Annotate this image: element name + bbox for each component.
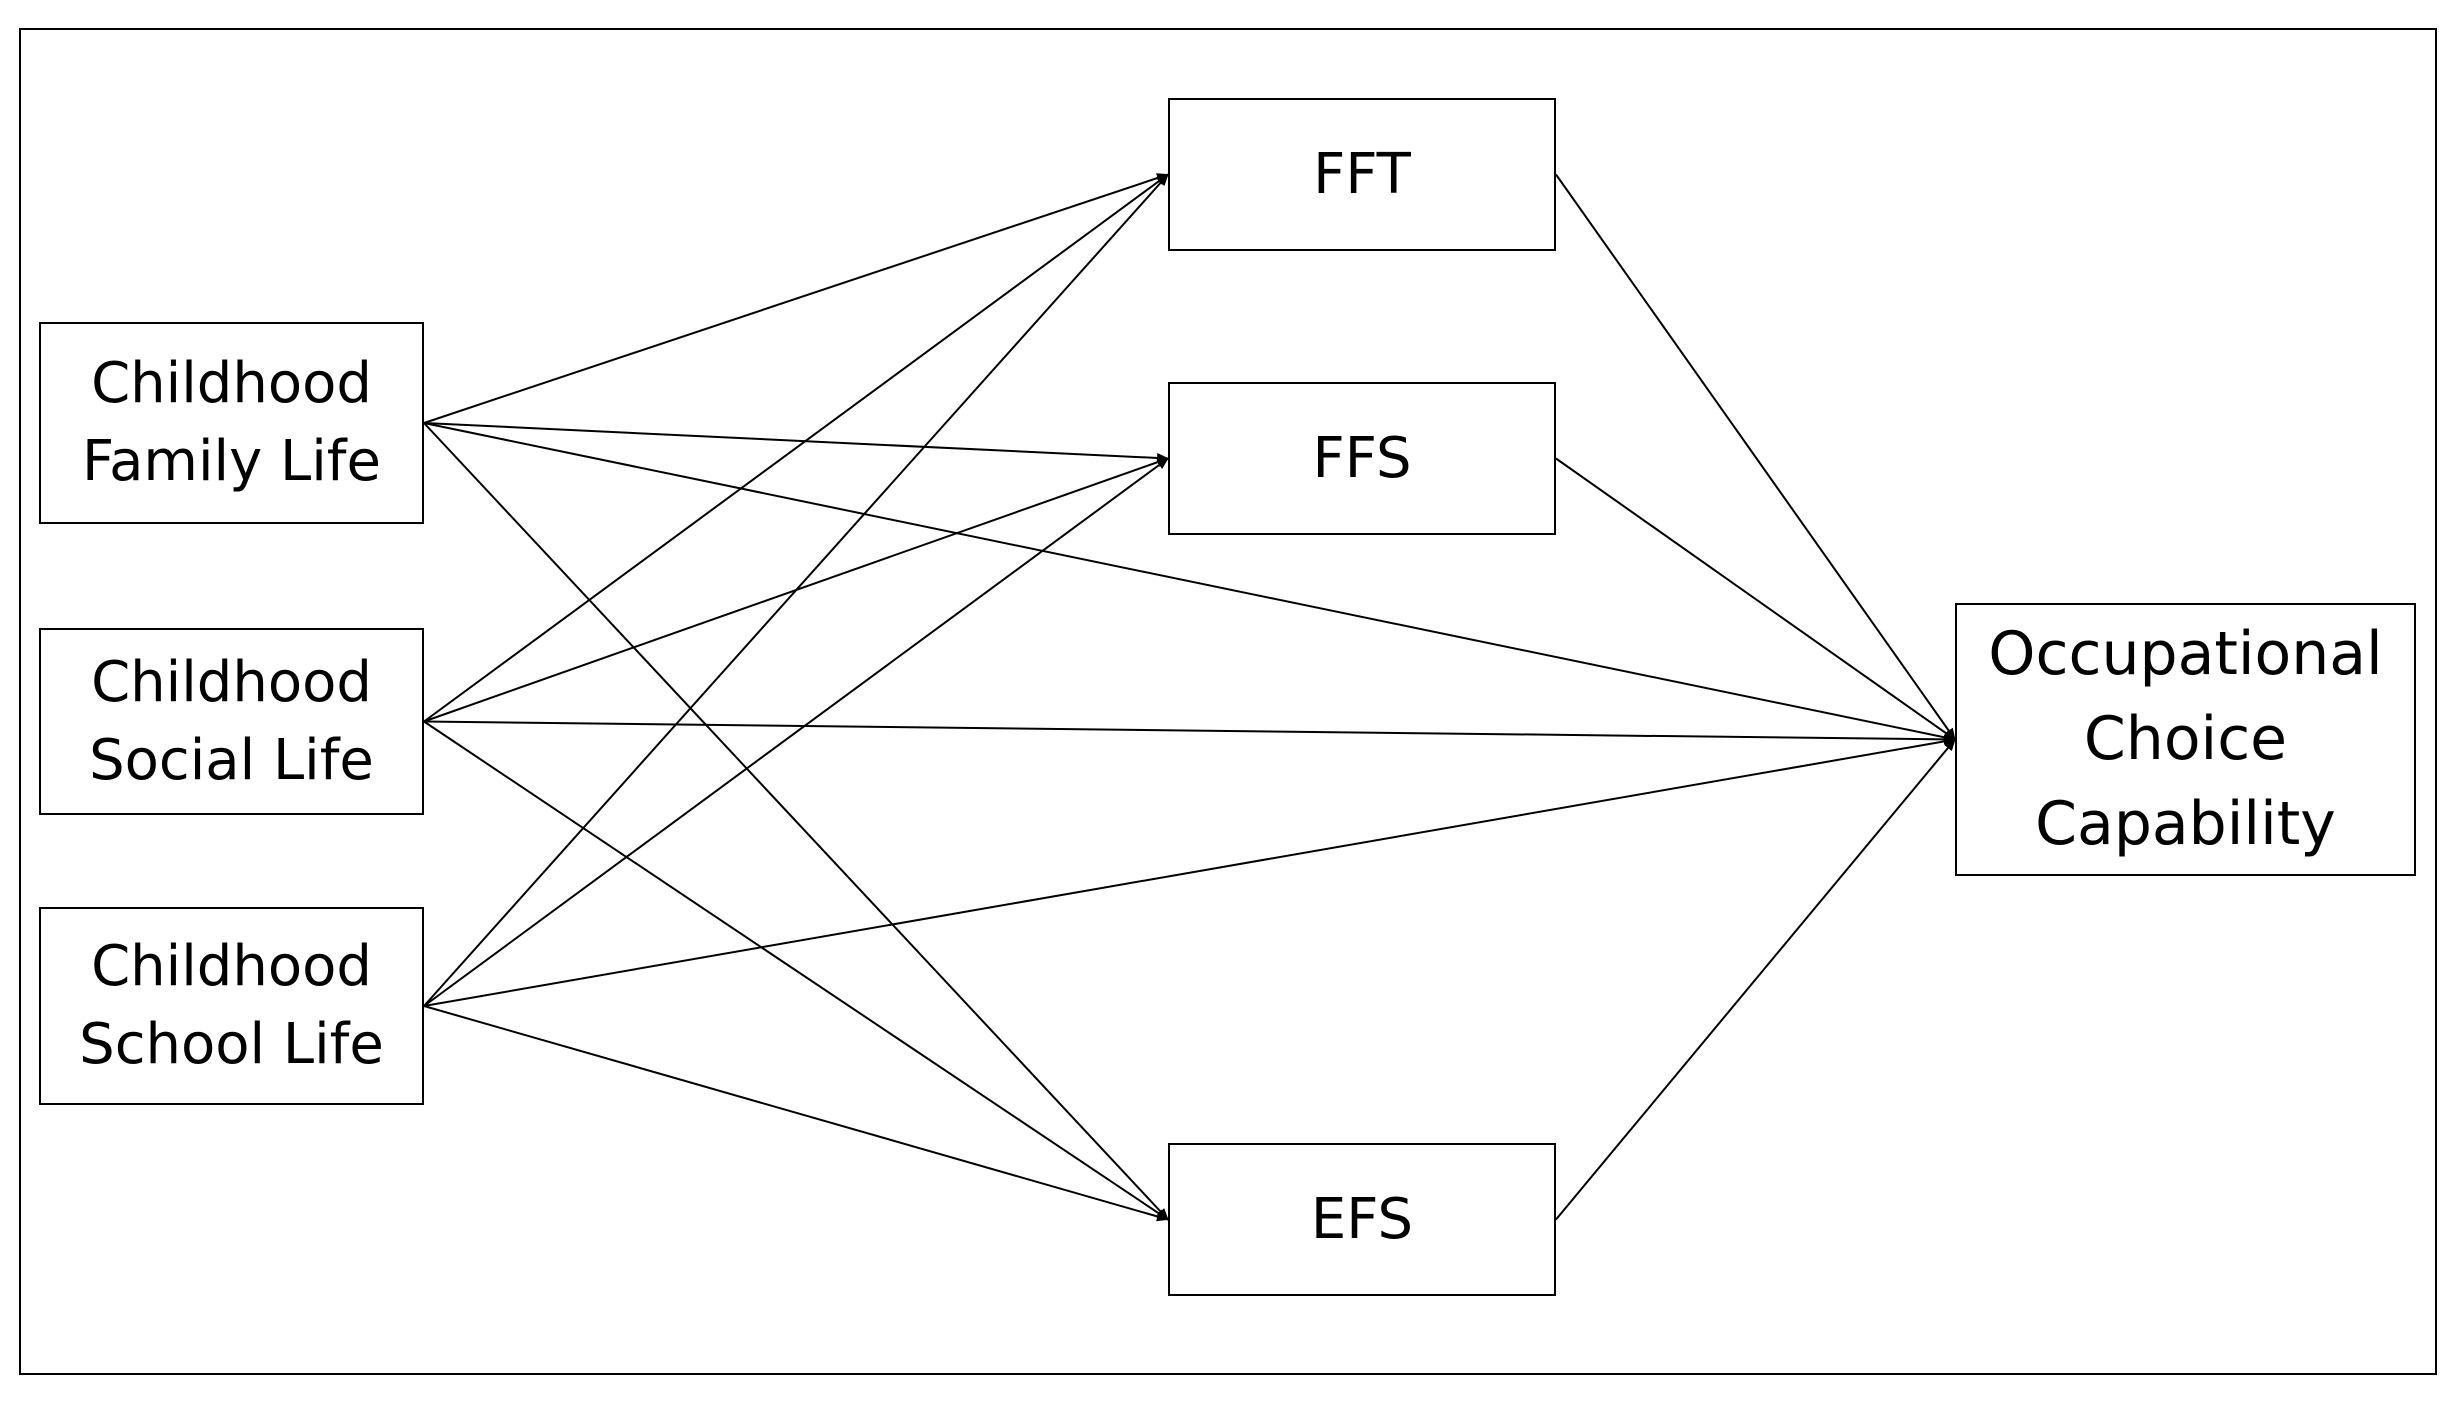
node-occupational-choice-capability: Occupational Choice Capability bbox=[1955, 603, 2416, 876]
edge-fft-to-occ bbox=[1555, 173, 1956, 741]
node-childhood-social-life: Childhood Social Life bbox=[39, 628, 424, 815]
edge-csl-to-occ bbox=[423, 720, 1956, 745]
edge-csl-to-fft bbox=[423, 173, 1169, 723]
edge-cscl-to-ffs bbox=[423, 457, 1169, 1007]
node-label: FFS bbox=[1312, 425, 1412, 491]
edge-cfl-to-fft bbox=[423, 173, 1169, 424]
edge-cfl-to-occ bbox=[423, 422, 1956, 743]
node-label: Childhood School Life bbox=[79, 934, 384, 1077]
diagram-frame bbox=[19, 28, 2437, 1375]
node-childhood-school-life: Childhood School Life bbox=[39, 907, 424, 1105]
node-label: Occupational Choice Capability bbox=[1988, 619, 2383, 859]
node-fft: FFT bbox=[1168, 98, 1556, 251]
node-label: FFT bbox=[1313, 141, 1411, 207]
node-childhood-family-life: Childhood Family Life bbox=[39, 322, 424, 524]
edge-cscl-to-efs bbox=[423, 1005, 1169, 1222]
edge-cfl-to-ffs bbox=[423, 422, 1169, 463]
node-label: EFS bbox=[1310, 1186, 1414, 1252]
edge-csl-to-efs bbox=[423, 720, 1169, 1221]
node-ffs: FFS bbox=[1168, 382, 1556, 535]
edge-cfl-to-efs bbox=[423, 422, 1169, 1221]
edge-cscl-to-fft bbox=[423, 173, 1169, 1007]
edge-ffs-to-occ bbox=[1555, 457, 1956, 741]
edge-efs-to-occ bbox=[1555, 738, 1956, 1221]
node-efs: EFS bbox=[1168, 1143, 1556, 1296]
edge-cscl-to-occ bbox=[423, 736, 1956, 1007]
node-label: Childhood Family Life bbox=[82, 351, 381, 494]
node-label: Childhood Social Life bbox=[89, 649, 374, 793]
